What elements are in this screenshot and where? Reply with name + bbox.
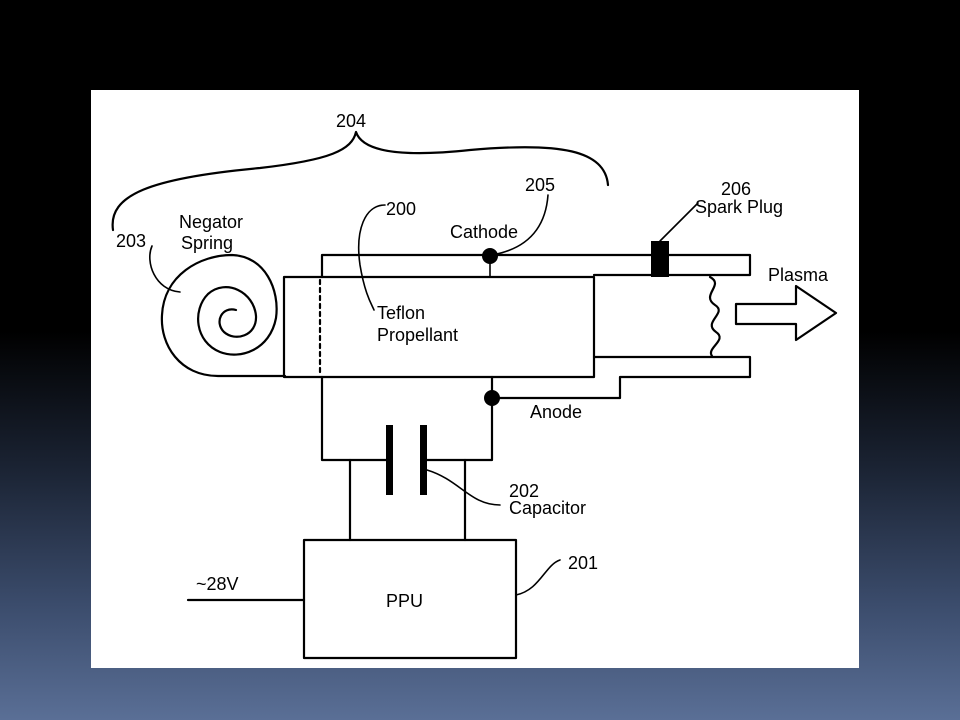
label-teflon: Teflon — [377, 303, 425, 323]
label-201: 201 — [568, 553, 598, 573]
brace-204 — [111, 130, 610, 232]
label-voltage: ~28V — [196, 574, 239, 594]
label-200: 200 — [386, 199, 416, 219]
label-anode: Anode — [530, 402, 582, 422]
capacitor-plate-right — [420, 425, 427, 495]
capacitor-circuit — [320, 375, 494, 462]
teflon-propellant-block — [282, 275, 596, 379]
label-capacitor: Capacitor — [509, 498, 586, 518]
cathode-node — [482, 248, 498, 264]
label-203: 203 — [116, 231, 146, 251]
leader-203 — [149, 245, 181, 293]
label-202: 202 — [509, 481, 539, 501]
diagram-panel — [91, 90, 859, 668]
cathode-electrode — [320, 253, 752, 279]
label-plasma: Plasma — [768, 265, 829, 285]
capacitor-plate-left — [386, 425, 393, 495]
leader-206 — [659, 202, 699, 242]
label-negator: Negator — [179, 212, 243, 232]
label-204: 204 — [336, 111, 366, 131]
label-205: 205 — [525, 175, 555, 195]
negator-spring-icon — [160, 253, 287, 378]
plasma-arrow-icon — [734, 284, 838, 342]
label-spark-plug: Spark Plug — [695, 197, 783, 217]
spark-plug — [651, 241, 669, 277]
anode-electrode — [490, 355, 752, 400]
leader-201 — [515, 559, 561, 596]
label-206: 206 — [721, 179, 751, 199]
label-ppu: PPU — [386, 591, 423, 611]
label-propellant: Propellant — [377, 325, 458, 345]
leader-205 — [491, 194, 549, 256]
leader-202 — [426, 469, 501, 506]
label-cathode: Cathode — [450, 222, 518, 242]
label-spring: Spring — [181, 233, 233, 253]
plasma-discharge — [708, 275, 721, 358]
leader-200 — [357, 204, 386, 311]
